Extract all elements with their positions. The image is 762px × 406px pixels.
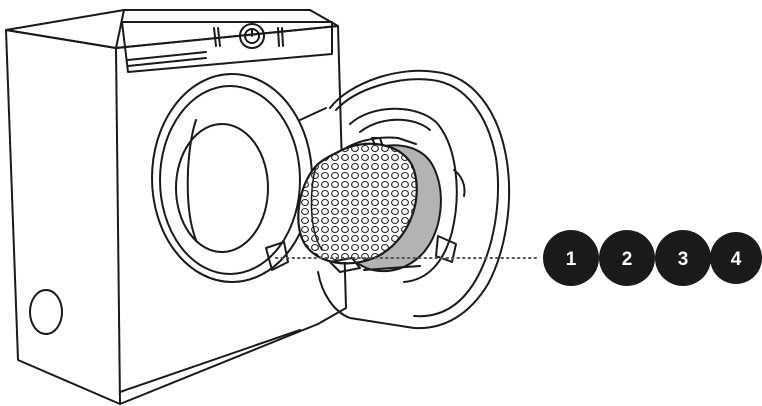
service-hatch — [30, 290, 62, 334]
step-badge-2: 2 — [599, 230, 655, 286]
step-badge-2-label: 2 — [622, 249, 633, 270]
step-badge-4: 4 — [710, 232, 762, 284]
dryer-cabinet — [6, 10, 346, 404]
step-badge-3: 3 — [655, 230, 711, 286]
step-badge-1-label: 1 — [566, 249, 577, 270]
step-badge-3-label: 3 — [678, 249, 689, 270]
door-opening — [152, 74, 330, 282]
step-badge-4-label: 4 — [731, 249, 742, 270]
step-badges: 1 2 3 4 — [543, 230, 762, 286]
lint-filter — [298, 137, 441, 272]
step-badge-1: 1 — [543, 230, 599, 286]
